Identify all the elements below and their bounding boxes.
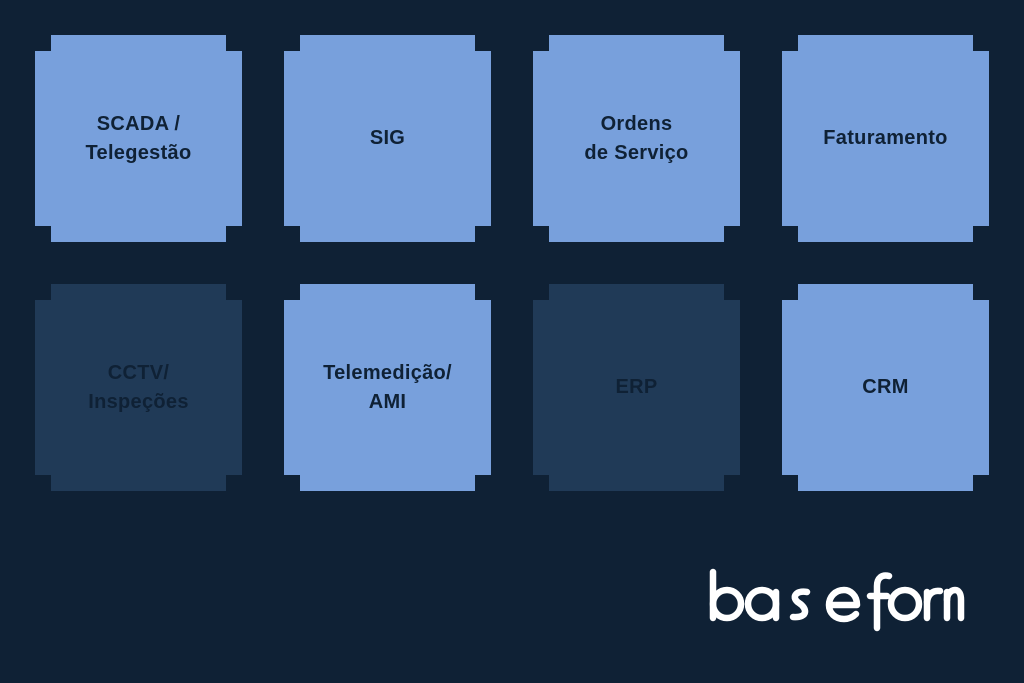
baseform-logo: [709, 568, 965, 632]
tile-crm: CRM: [782, 284, 989, 491]
tile-ordens-de-servico: Ordens de Serviço: [533, 35, 740, 242]
tile-label: Ordens de Serviço: [584, 112, 689, 164]
tile-erp: ERP: [533, 284, 740, 491]
tile-label: Faturamento: [823, 127, 948, 149]
systems-grid: SCADA / Telegestão SIG Ordens de Serviço…: [35, 35, 989, 491]
tile-scada: SCADA / Telegestão: [35, 35, 242, 242]
tile-label: Telemedição/ AMI: [323, 361, 452, 413]
tile-telemedicao: Telemedição/ AMI: [284, 284, 491, 491]
tile-faturamento: Faturamento: [782, 35, 989, 242]
tile-label: CRM: [862, 376, 909, 398]
tile-label: CCTV/ Inspeções: [88, 361, 189, 413]
tile-label: ERP: [615, 376, 658, 398]
tile-sig: SIG: [284, 35, 491, 242]
tile-cctv: CCTV/ Inspeções: [35, 284, 242, 491]
tile-label: SCADA / Telegestão: [85, 112, 192, 164]
tile-label: SIG: [369, 127, 406, 149]
